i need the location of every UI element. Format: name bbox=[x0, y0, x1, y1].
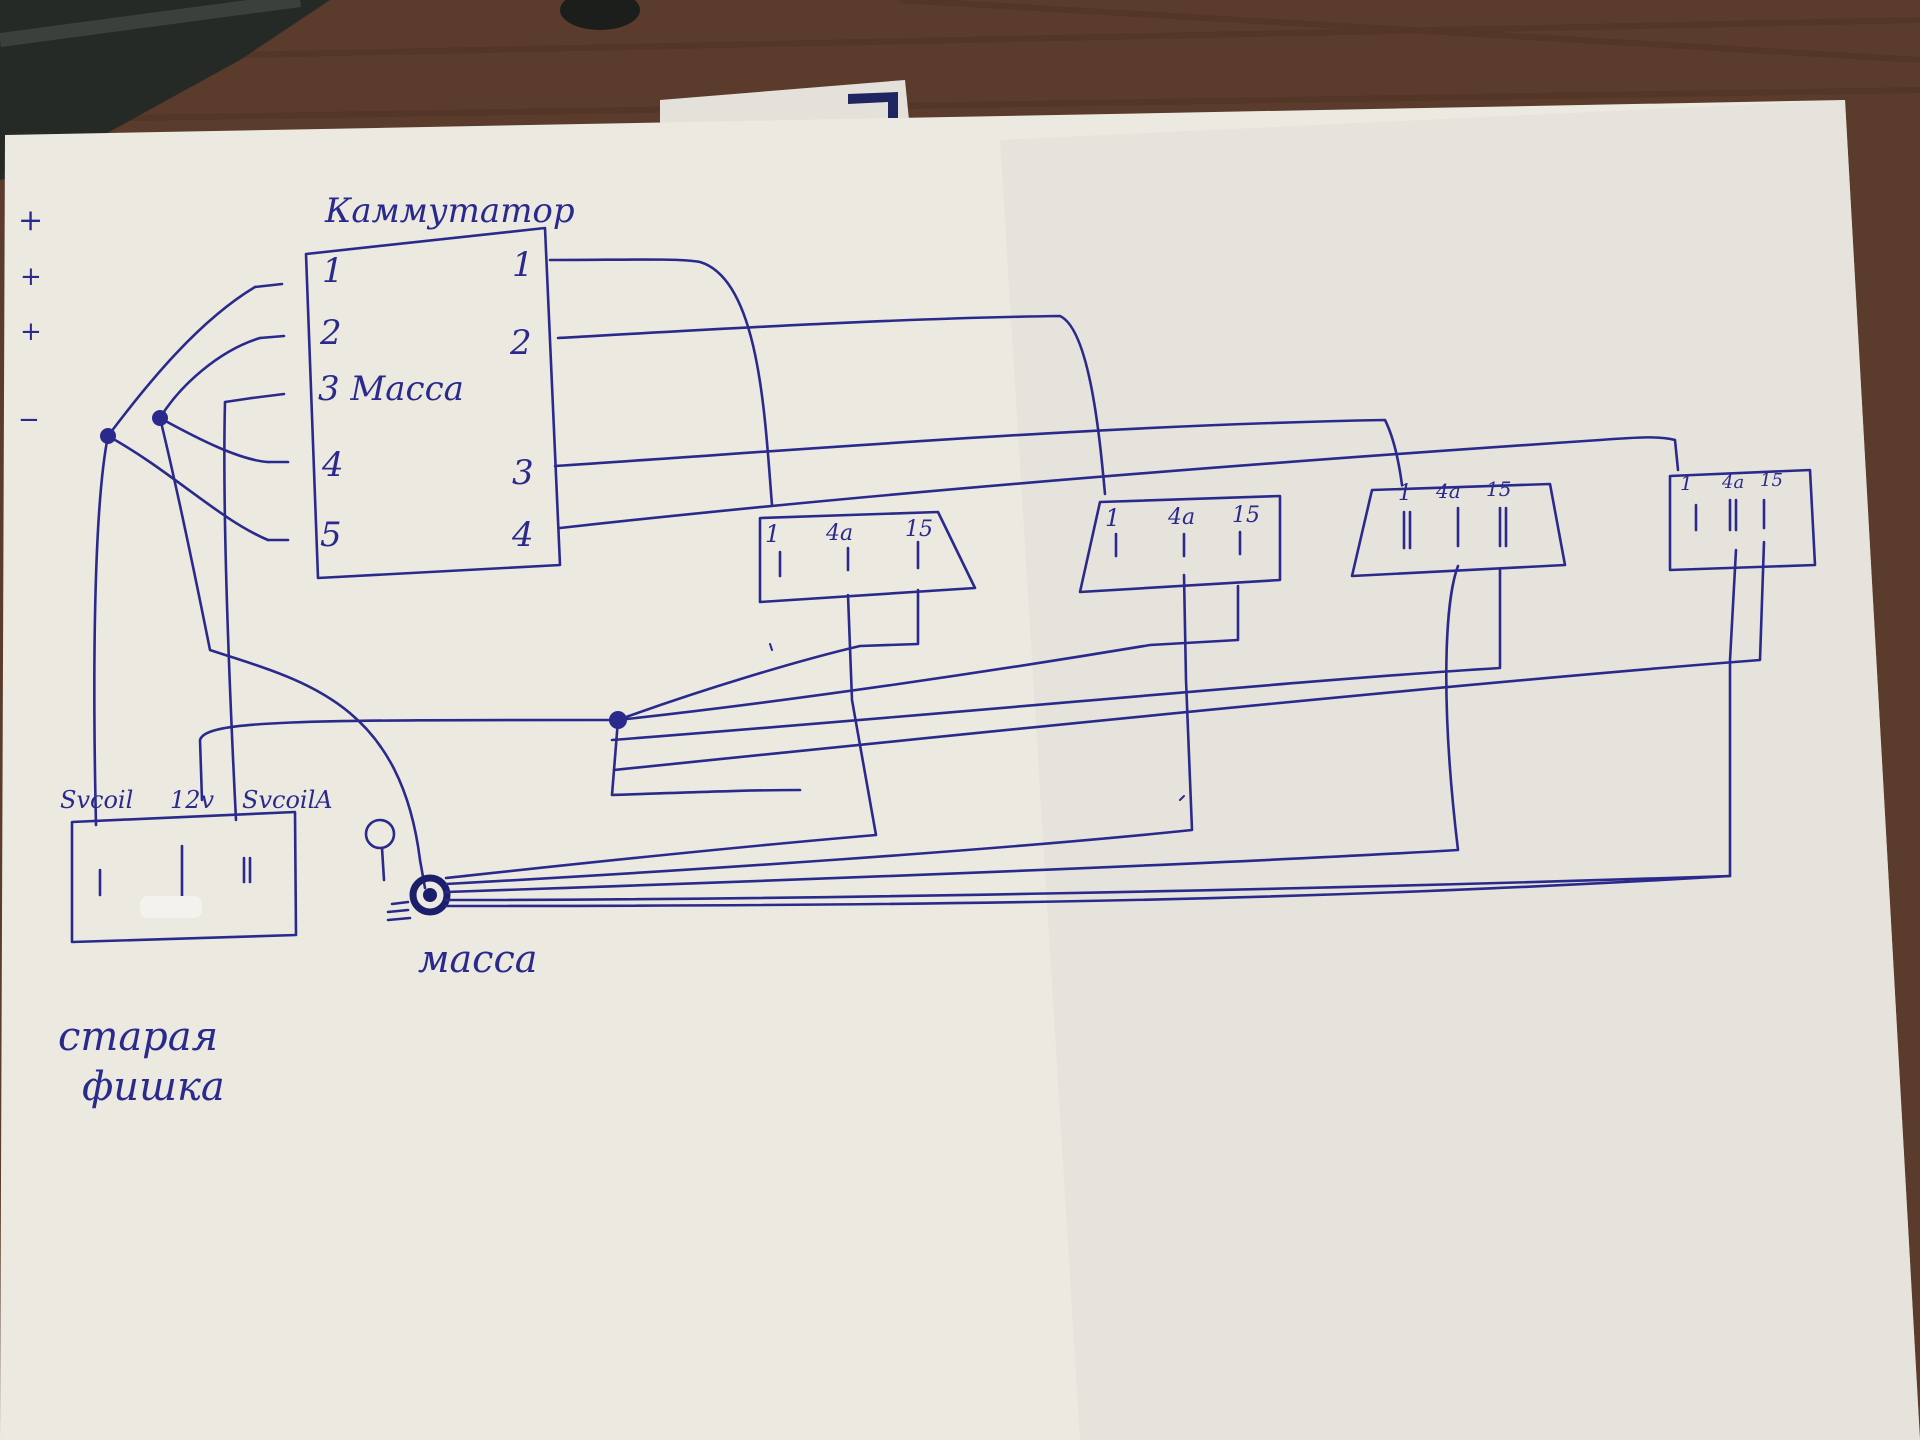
wire bbox=[612, 540, 1766, 772]
margin-mark: + bbox=[20, 262, 42, 292]
commutator-box bbox=[304, 226, 562, 580]
commutator-left-pin: 5 bbox=[320, 515, 342, 555]
commutator-right-pin: 2 bbox=[509, 323, 532, 363]
coil-pin-label: 1 bbox=[1398, 481, 1412, 506]
coil-pin bbox=[1694, 498, 1766, 532]
wire bbox=[198, 718, 620, 802]
ground-symbol bbox=[386, 900, 412, 922]
ground-bolt-icon bbox=[364, 818, 396, 882]
paper-shade bbox=[1000, 100, 1920, 1440]
commutator-right-pin: 4 bbox=[511, 515, 534, 555]
desk-grain bbox=[0, 0, 1920, 123]
margin-mark: + bbox=[20, 317, 42, 347]
wire bbox=[548, 258, 774, 507]
ground-point bbox=[423, 888, 437, 902]
coil-pin-label: 1 bbox=[1105, 504, 1120, 532]
coil-connector-box bbox=[1668, 468, 1817, 572]
wire bbox=[558, 436, 1680, 530]
commutator-left-pin: 3 Масса bbox=[318, 369, 464, 409]
old-plug-box bbox=[70, 810, 298, 944]
wire bbox=[158, 416, 427, 890]
coil-pin-label: 15 bbox=[905, 517, 933, 542]
coil-pin-label: 15 bbox=[1232, 503, 1260, 528]
wire bbox=[106, 285, 257, 438]
wire bbox=[158, 336, 262, 420]
old-plug-tab bbox=[140, 896, 202, 918]
coil-pin-label: 1 bbox=[765, 520, 780, 548]
coil-connector-box bbox=[758, 510, 977, 604]
coil-pin-label: 4a bbox=[1167, 505, 1195, 530]
coil-pin-label: 15 bbox=[1760, 470, 1783, 491]
old-plug-pin bbox=[98, 844, 252, 902]
old-plug-label: 12v bbox=[170, 786, 215, 814]
old-plug-label: SvcoilA bbox=[242, 786, 333, 814]
wire bbox=[610, 718, 802, 797]
wire bbox=[93, 434, 110, 827]
coil-connector-box bbox=[1078, 494, 1282, 594]
commutator-left-pin: 2 bbox=[319, 313, 342, 353]
wire bbox=[616, 584, 1240, 722]
dark-knob bbox=[560, 0, 640, 30]
old-plug-caption: фишка bbox=[82, 1064, 225, 1110]
wire bbox=[223, 396, 254, 822]
wire bbox=[556, 314, 1107, 496]
commutator-right-pin: 3 bbox=[512, 453, 534, 493]
wire bbox=[444, 593, 878, 880]
old-plug-label: Svcoil bbox=[60, 786, 133, 814]
wire bbox=[610, 568, 1502, 742]
wire bbox=[553, 418, 1404, 487]
coil-pin bbox=[778, 540, 920, 578]
coil-pin-label: 4a bbox=[1435, 479, 1461, 503]
coil-pin bbox=[1402, 506, 1508, 550]
coil-pin-label: 15 bbox=[1486, 477, 1511, 501]
ground-label: масса bbox=[418, 937, 537, 981]
wire bbox=[444, 548, 1738, 902]
wire bbox=[444, 573, 1194, 886]
dark-object-edge bbox=[0, 0, 301, 47]
wire bbox=[158, 416, 270, 464]
coil-connector-box bbox=[1350, 482, 1567, 578]
old-plug-caption: старая bbox=[58, 1014, 218, 1060]
wire bbox=[444, 564, 1460, 894]
coil-pin-label: 1 bbox=[1680, 471, 1693, 495]
margin-mark: − bbox=[18, 405, 40, 435]
coil-pin-label: 4a bbox=[825, 521, 853, 546]
terminal-stub bbox=[250, 282, 290, 542]
back-sheet-mark bbox=[848, 92, 898, 118]
wire bbox=[444, 874, 1732, 908]
commutator-title: Каммутатор bbox=[324, 191, 575, 231]
wire bbox=[616, 588, 920, 722]
commutator-left-pin: 1 bbox=[322, 251, 344, 291]
margin-mark: + bbox=[18, 203, 43, 238]
coil-pin-label: 4a bbox=[1721, 472, 1744, 493]
coil-pin bbox=[1114, 530, 1242, 558]
wire bbox=[106, 434, 270, 542]
ground-point bbox=[409, 874, 451, 916]
commutator-left-pin: 4 bbox=[321, 445, 344, 485]
ink-speck bbox=[769, 643, 1185, 801]
commutator-right-pin: 1 bbox=[512, 245, 534, 285]
